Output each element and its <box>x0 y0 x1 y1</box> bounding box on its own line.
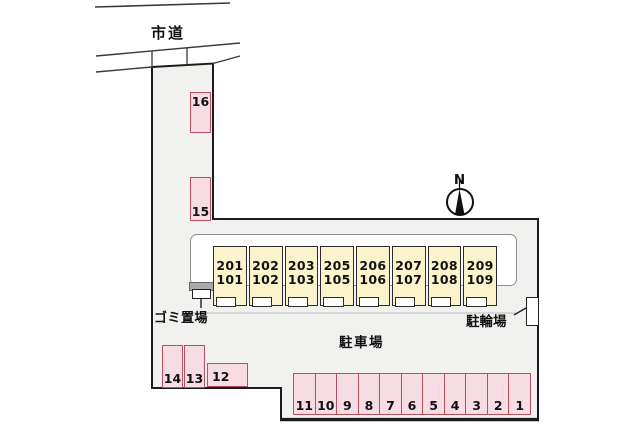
unit-entrance-box <box>251 296 273 307</box>
space-number: 15 <box>191 204 210 219</box>
space-number: 14 <box>163 371 182 386</box>
compass-north-label: N <box>453 172 466 188</box>
compass-needle <box>455 189 465 215</box>
space-number: 13 <box>185 371 204 386</box>
building-unit-207: 207 107 <box>391 246 426 307</box>
parking-space-2: 2 <box>486 374 509 414</box>
unit-entrance-box <box>394 296 416 307</box>
parking-space-9: 9 <box>336 374 358 414</box>
parking-space-3: 3 <box>465 374 487 414</box>
bicycle-parking-label: 駐輪場 <box>466 314 507 330</box>
bicycle-parking-box <box>526 297 539 326</box>
building-unit-203: 203 103 <box>284 246 319 307</box>
road-line-upper <box>95 42 241 57</box>
parking-lot-label: 駐車場 <box>339 335 384 351</box>
building-unit-209: 209 109 <box>463 246 497 307</box>
parking-space-6: 6 <box>400 374 423 414</box>
road-line-lower-right <box>212 55 241 65</box>
parking-space-13: 13 <box>184 345 205 388</box>
space-number: 1 <box>515 398 525 413</box>
road-line-lower-left <box>95 66 153 73</box>
unit-entrance-box <box>287 296 308 307</box>
parking-space-4: 4 <box>443 374 466 414</box>
garbage-area-box <box>192 289 211 299</box>
parking-space-1: 1 <box>508 374 530 414</box>
unit-entrance-box <box>359 296 380 307</box>
garbage-area-label: ゴミ置場 <box>154 311 209 326</box>
road-label: 市道 <box>151 24 186 42</box>
building-unit-208: 208 108 <box>427 246 462 307</box>
unit-number-label: 201 101 <box>216 257 244 287</box>
unit-number-label: 209 109 <box>466 257 494 287</box>
bicycle-leader-line <box>513 307 527 316</box>
space-number: 4 <box>450 398 460 413</box>
space-number: 7 <box>386 398 395 413</box>
building-unit-201: 201 101 <box>213 246 247 307</box>
parking-space-16: 16 <box>190 92 211 133</box>
space-number: 5 <box>429 398 438 413</box>
unit-number-label: 205 105 <box>323 257 351 287</box>
road-line-far <box>94 2 231 8</box>
building-unit-202: 202 102 <box>248 246 283 307</box>
space-number: 11 <box>295 398 313 413</box>
unit-entrance-box <box>323 296 344 307</box>
parking-space-15: 15 <box>190 177 211 221</box>
parking-space-7: 7 <box>379 374 401 414</box>
parking-space-11: 11 <box>294 374 315 414</box>
building-unit-206: 206 106 <box>356 246 390 307</box>
unit-number-label: 203 103 <box>287 257 315 287</box>
parking-space-8: 8 <box>357 374 380 414</box>
unit-entrance-box <box>216 296 237 307</box>
building-unit-205: 205 105 <box>320 246 354 307</box>
unit-number-label: 206 106 <box>359 257 387 287</box>
unit-entrance-box <box>466 296 487 307</box>
space-number: 8 <box>364 398 374 413</box>
space-number: 2 <box>493 398 503 413</box>
parking-space-14: 14 <box>162 345 183 388</box>
parking-space-12: 12 <box>207 363 248 387</box>
space-number: 12 <box>212 369 230 384</box>
parking-space-5: 5 <box>422 374 444 414</box>
unit-number-label: 208 108 <box>430 257 458 287</box>
parking-space-10: 10 <box>314 374 337 414</box>
space-number: 6 <box>407 398 417 413</box>
unit-entrance-box <box>430 296 451 307</box>
space-number: 9 <box>343 398 352 413</box>
space-number: 3 <box>472 398 481 413</box>
unit-number-label: 202 102 <box>252 257 280 287</box>
space-number: 16 <box>191 94 210 109</box>
space-number: 10 <box>317 398 335 413</box>
unit-number-label: 207 107 <box>395 257 423 287</box>
